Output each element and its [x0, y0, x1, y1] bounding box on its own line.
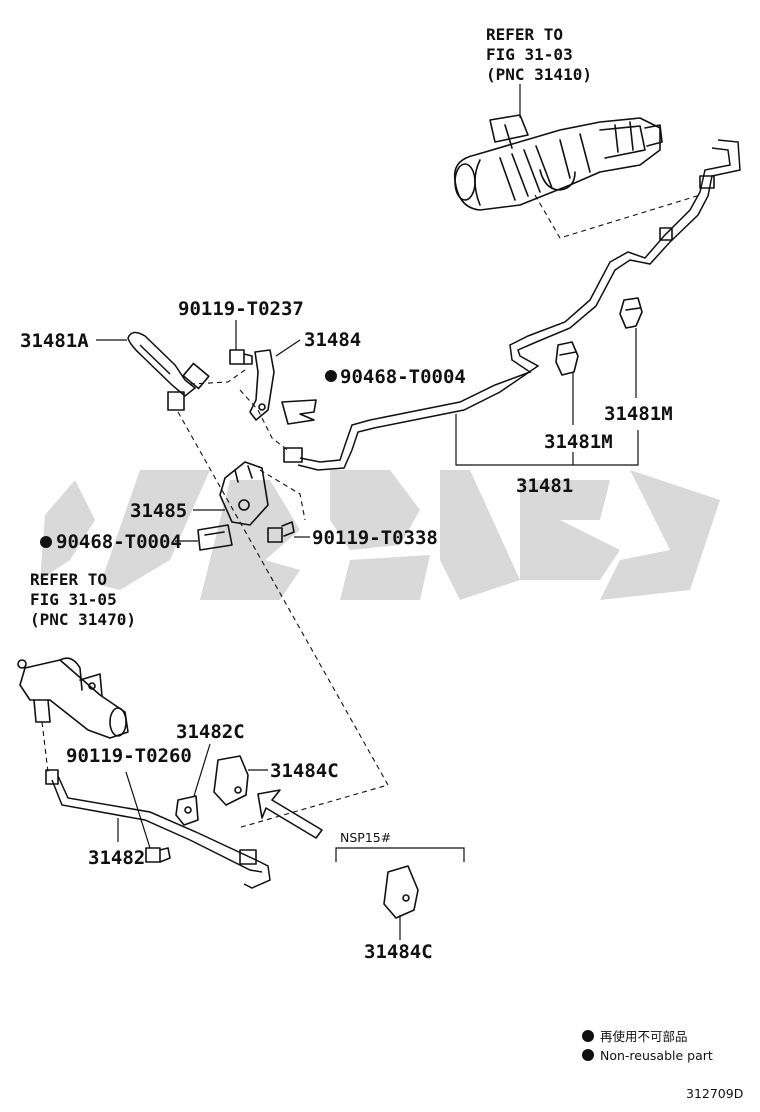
label-31481: 31481 — [516, 475, 573, 497]
refer-top-line3: (PNC 31410) — [486, 65, 592, 84]
label-31484C-upper: 31484C — [270, 760, 339, 782]
label-90468-upper: 90468-T0004 — [340, 366, 466, 388]
label-90119-T0260: 90119-T0260 — [66, 745, 192, 767]
clip-90468-upper — [281, 399, 317, 425]
label-31482C: 31482C — [176, 721, 245, 743]
refer-left-note: REFER TO FIG 31-05 (PNC 31470) — [30, 570, 136, 629]
refer-left-line3: (PNC 31470) — [30, 610, 136, 629]
refer-top-line1: REFER TO — [486, 25, 563, 44]
release-cylinder — [17, 657, 129, 739]
bracket-31484C-upper — [213, 755, 249, 806]
watermark-logo — [40, 470, 720, 600]
legend-dot-jp — [582, 1030, 594, 1042]
refer-top-line2: FIG 31-03 — [486, 45, 573, 64]
hose-31481A — [127, 331, 210, 411]
nsp15-bracket — [335, 847, 465, 862]
pipe-31481 — [283, 139, 741, 471]
direction-arrow — [257, 789, 323, 839]
bracket-31482C — [175, 795, 199, 826]
bolt-90119-T0338 — [267, 521, 295, 543]
figure-code: 312709D — [686, 1086, 743, 1101]
label-31485: 31485 — [130, 500, 187, 522]
bracket-31484C-lower — [383, 865, 419, 919]
clip-31481M-right — [619, 297, 643, 329]
legend-dot-en — [582, 1049, 594, 1061]
clip-90468-lower — [197, 524, 233, 551]
pipe-31482 — [45, 769, 271, 889]
legend-en: Non-reusable part — [600, 1048, 713, 1063]
bolt-90119-T0260 — [145, 847, 171, 863]
label-31481M-right: 31481M — [604, 403, 673, 425]
refer-top-note: REFER TO FIG 31-03 (PNC 31410) — [486, 25, 592, 84]
label-31484: 31484 — [304, 329, 361, 351]
bracket-31484 — [249, 349, 275, 421]
master-dashed-link — [534, 194, 701, 239]
label-31481A: 31481A — [20, 330, 89, 352]
label-90468-lower: 90468-T0004 — [56, 531, 182, 553]
bracket-31485 — [219, 461, 269, 526]
clutch-master-cylinder — [453, 114, 663, 211]
legend-jp: 再使用不可部品 — [600, 1029, 688, 1044]
bolt-90119-T0237 — [229, 349, 253, 365]
label-nsp15: NSP15# — [340, 830, 391, 845]
bracket-31481 — [455, 414, 639, 466]
legend: 再使用不可部品 Non-reusable part — [582, 1029, 713, 1063]
label-31482: 31482 — [88, 847, 145, 869]
label-31484C-lower: 31484C — [364, 941, 433, 963]
refer-left-line1: REFER TO — [30, 570, 107, 589]
label-90119-T0338: 90119-T0338 — [312, 527, 438, 549]
clip-31481M-mid — [555, 341, 579, 376]
label-90119-T0237: 90119-T0237 — [178, 298, 304, 320]
label-31481M-mid: 31481M — [544, 431, 613, 453]
refer-left-line2: FIG 31-05 — [30, 590, 117, 609]
